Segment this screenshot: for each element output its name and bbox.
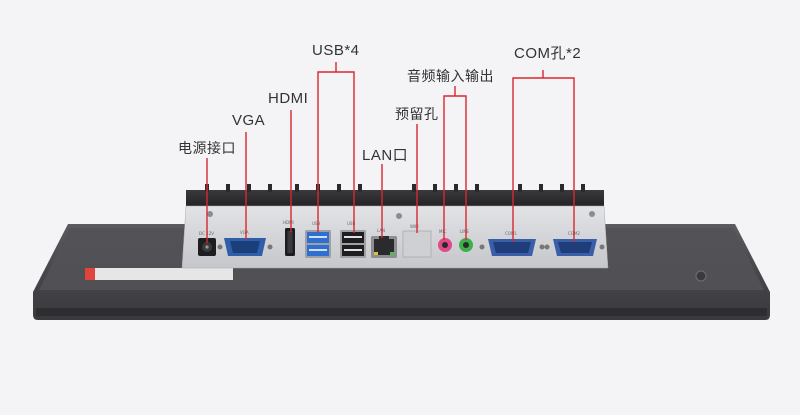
- com-port-icon: [479, 239, 545, 256]
- heatsink-base: [186, 190, 604, 206]
- silk-reserved: WIFI: [410, 224, 419, 229]
- screw-mid: [396, 213, 402, 219]
- hdmi-port-icon: [285, 228, 295, 256]
- silk-lan: LAN: [377, 228, 385, 233]
- label-vga: VGA: [232, 112, 266, 129]
- silk-com1: COM1: [505, 231, 517, 236]
- front-panel-edge: [36, 308, 767, 316]
- reserved-hole-icon: [402, 230, 432, 258]
- callout-lines: [206, 62, 575, 243]
- warning-sticker: [85, 268, 233, 280]
- silk-hdmi: HDMI: [283, 220, 294, 225]
- label-hdmi: HDMI: [268, 90, 309, 107]
- silk-usb3: USB: [312, 221, 320, 226]
- vga-port-icon: [217, 238, 273, 256]
- silk-mic: MIC: [439, 229, 447, 234]
- label-lan: LAN口: [362, 147, 409, 164]
- mic-jack-icon: [438, 238, 452, 252]
- com-port-icon: [544, 239, 605, 256]
- usb3-port-icon: [305, 230, 331, 258]
- silk-vga: VGA: [240, 230, 249, 235]
- label-usb: USB*4: [312, 42, 360, 59]
- screw-right: [589, 211, 595, 217]
- power-jack-icon: [198, 238, 216, 256]
- lan-port-icon: [371, 236, 397, 258]
- label-power: 电源接口: [178, 140, 236, 156]
- label-com: COM孔*2: [514, 45, 582, 62]
- usb2-port-icon: [340, 230, 366, 258]
- line-out-jack-icon: [459, 238, 473, 252]
- label-audio: 音频输入输出: [407, 68, 494, 84]
- screw-left: [207, 211, 213, 217]
- silk-line: LINE: [460, 229, 469, 234]
- power-button-icon: [695, 270, 707, 282]
- silk-usb2: USB: [347, 221, 355, 226]
- label-reserved: 预留孔: [395, 106, 439, 122]
